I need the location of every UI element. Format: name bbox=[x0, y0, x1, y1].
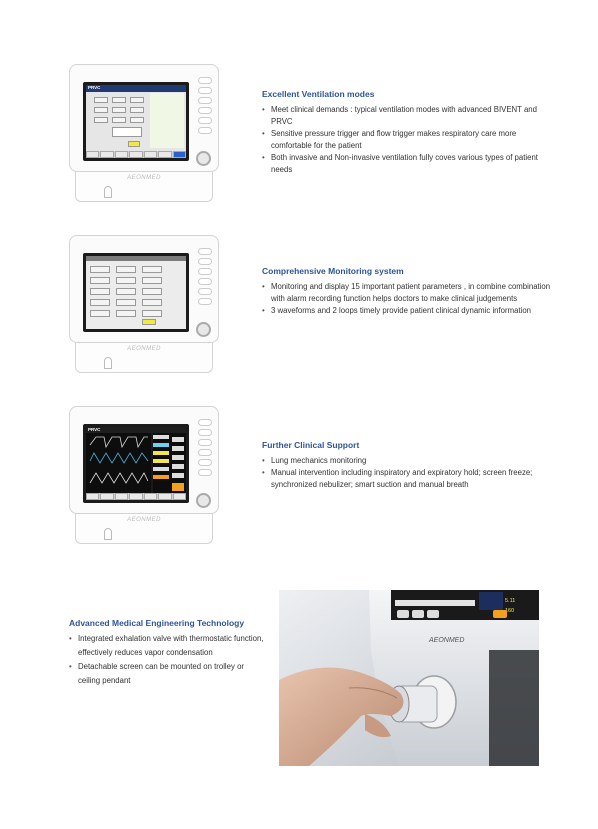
photo-screen-value: 160 bbox=[505, 608, 514, 614]
section-heading: Advanced Medical Engineering Technology bbox=[69, 618, 245, 628]
device-frame: PRVC bbox=[69, 406, 219, 514]
bullet-item: Sensitive pressure trigger and flow trig… bbox=[262, 128, 552, 152]
brand-logo: AEONMED bbox=[127, 175, 161, 181]
section-clinical-support: Further Clinical Support Lung mechanics … bbox=[262, 440, 552, 491]
device-base: AEONMED bbox=[75, 343, 213, 373]
product-photo: 5.11 160 AEONMED bbox=[279, 590, 539, 766]
brand-logo: AEONMED bbox=[127, 346, 161, 352]
screen-wave-title: PRVC bbox=[88, 427, 101, 432]
device-base: AEONMED bbox=[75, 172, 213, 202]
device-screen: PRVC bbox=[83, 424, 189, 503]
waveform-graphic bbox=[89, 433, 184, 495]
bullet-item: Integrated exhalation valve with thermos… bbox=[69, 632, 264, 660]
section-engineering-technology: Advanced Medical Engineering Technology … bbox=[69, 618, 264, 688]
screen-mode-title: PRVC bbox=[88, 85, 101, 90]
bullet-item: Meet clinical demands : typical ventilat… bbox=[262, 104, 552, 128]
rotary-knob-icon bbox=[196, 151, 211, 166]
brand-logo: AEONMED bbox=[127, 517, 161, 523]
ventilator-illustration-monitoring: AEONMED bbox=[69, 235, 219, 380]
device-base: AEONMED bbox=[75, 514, 213, 544]
bullet-item: Detachable screen can be mounted on trol… bbox=[69, 660, 264, 688]
device-frame: PRVC bbox=[69, 64, 219, 172]
device-screen: PRVC bbox=[83, 82, 189, 161]
rotary-knob-icon bbox=[196, 322, 211, 337]
section-heading: Excellent Ventilation modes bbox=[262, 89, 375, 99]
bullet-item: Monitoring and display 15 important pati… bbox=[262, 281, 552, 305]
section-heading: Further Clinical Support bbox=[262, 440, 360, 450]
device-frame bbox=[69, 235, 219, 343]
bullet-item: Lung mechanics monitoring bbox=[262, 455, 552, 467]
photo-brand-logo: AEONMED bbox=[428, 637, 464, 644]
section-ventilation-modes: Excellent Ventilation modes Meet clinica… bbox=[262, 89, 552, 176]
device-screen bbox=[83, 253, 189, 332]
ventilator-illustration-waveforms: PRVC bbox=[69, 406, 219, 551]
bullet-item: Manual intervention including inspirator… bbox=[262, 467, 552, 491]
bullet-item: 3 waveforms and 2 loops timely provide p… bbox=[262, 305, 552, 317]
rotary-knob-icon bbox=[196, 493, 211, 508]
bullet-item: Both invasive and Non-invasive ventilati… bbox=[262, 152, 552, 176]
section-heading: Comprehensive Monitoring system bbox=[262, 266, 404, 276]
photo-screen-value: 5.11 bbox=[505, 598, 515, 604]
section-monitoring-system: Comprehensive Monitoring system Monitori… bbox=[262, 266, 552, 317]
ventilator-illustration-modes: PRVC AEONMED bbox=[69, 64, 219, 209]
